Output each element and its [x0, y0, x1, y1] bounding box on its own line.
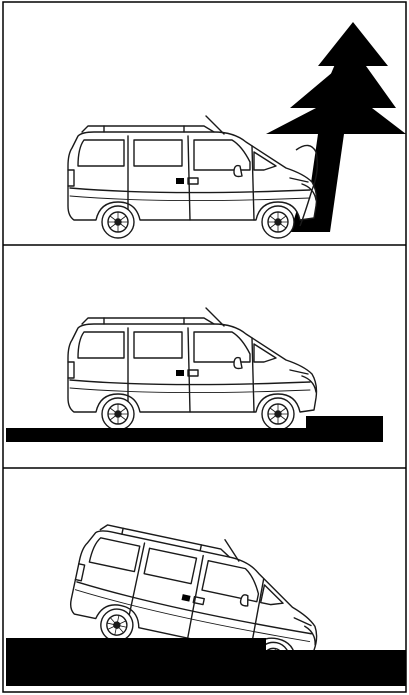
ledge-step — [306, 416, 383, 442]
panel-1-tree-collision — [68, 22, 406, 238]
panel-2-ledge — [6, 308, 383, 442]
lower-ground-step — [260, 650, 406, 686]
panel-3-drop — [6, 511, 406, 686]
ground-platform — [6, 428, 306, 442]
lower-ground — [6, 638, 266, 686]
van-panel-2 — [68, 308, 317, 430]
van-panel-1 — [68, 116, 317, 238]
